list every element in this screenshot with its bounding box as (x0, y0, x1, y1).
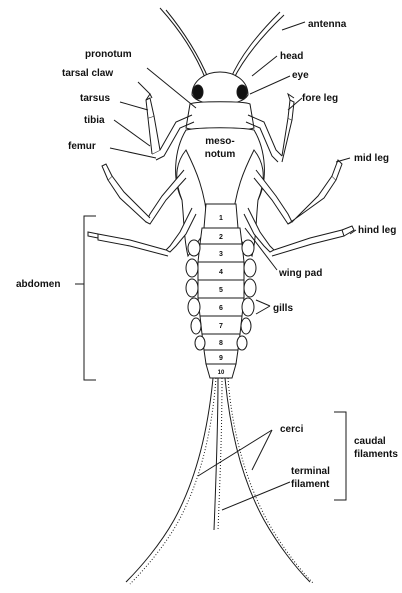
label-mid-leg: mid leg (354, 153, 389, 164)
label-pronotum: pronotum (85, 49, 132, 60)
left-eye (193, 85, 203, 99)
label-gills: gills (273, 303, 293, 314)
segment-4: 4 (219, 269, 223, 276)
label-eye: eye (292, 70, 309, 81)
right-eye (237, 85, 247, 99)
label-caudal-1: caudal (354, 436, 386, 447)
label-tarsal-claw: tarsal claw (62, 68, 113, 79)
label-wing-pad: wing pad (278, 268, 322, 279)
label-abdomen: abdomen (16, 279, 60, 290)
head-shape (192, 72, 248, 104)
segment-7: 7 (219, 323, 223, 330)
segment-9: 9 (219, 355, 223, 362)
antennae (160, 8, 284, 80)
label-head: head (280, 51, 303, 62)
segment-3: 3 (219, 251, 223, 258)
label-terminal-1: terminal (291, 466, 330, 477)
segment-8: 8 (219, 340, 223, 347)
label-terminal-2: filament (291, 479, 330, 490)
pronotum-shape (186, 102, 254, 131)
caudal-filaments (126, 378, 314, 584)
label-fore-leg: fore leg (302, 93, 338, 104)
segment-10: 10 (218, 370, 225, 376)
label-caudal-2: filaments (354, 449, 398, 460)
terminal-filament (214, 378, 218, 530)
label-mesonotum-1: meso- (205, 136, 234, 147)
label-tibia: tibia (84, 115, 105, 126)
segment-5: 5 (219, 287, 223, 294)
label-mesonotum-2: notum (205, 149, 236, 160)
label-tarsus: tarsus (80, 93, 110, 104)
caudal-bracket (334, 412, 346, 500)
abdomen-bracket (84, 216, 96, 380)
segment-2: 2 (219, 234, 223, 241)
label-femur: femur (68, 141, 96, 152)
segment-6: 6 (219, 305, 223, 312)
label-antenna: antenna (308, 19, 347, 30)
label-hind-leg: hind leg (358, 225, 396, 236)
label-cerci: cerci (280, 424, 304, 435)
segment-1: 1 (219, 215, 223, 222)
left-cercus (126, 378, 213, 582)
